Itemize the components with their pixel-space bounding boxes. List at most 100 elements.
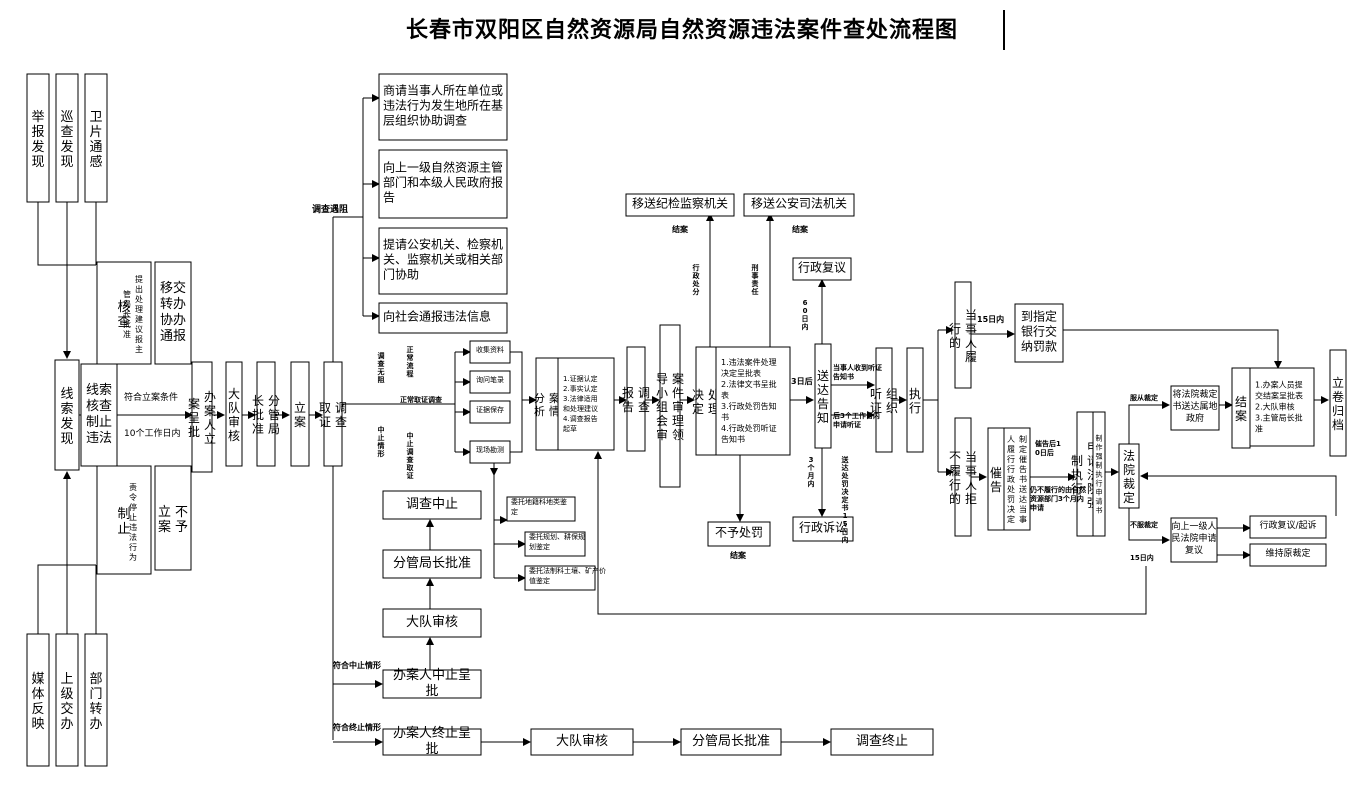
terminate-submit: 办案人终止呈批 — [382, 725, 482, 757]
party-comply-label: 当事人履行的 — [949, 308, 977, 364]
verify-box-label: 核查 — [117, 300, 130, 330]
assist-local-org-label: 商请当事人所在单位或违法行为发生地所在基层组织协助调查 — [383, 83, 503, 128]
pay-bank: 到指定银行交纳罚款 — [1014, 303, 1064, 363]
urge: 催告 — [987, 427, 1005, 531]
transfer-discipline: 移送纪检监察机关 — [625, 193, 735, 217]
evidence-site: 现场勘测 — [469, 440, 511, 464]
label-criminal: 刑事责任 — [751, 263, 759, 296]
label-hearing-3-days: 后3个工作日内申请听证 — [833, 411, 880, 429]
notice-delivery: 送达告知 — [814, 343, 832, 449]
assist-request-police-label: 提请公安机关、检察机关、监察机关或相关部门协助 — [383, 237, 503, 282]
label-15-days-a: 15日内 — [977, 314, 1004, 324]
label-abnormal-investigation: 中止调查取证 — [407, 431, 415, 480]
analysis-items-item: 2.事实认定 — [563, 384, 598, 393]
source-media-label: 媒体反映 — [31, 672, 44, 732]
clue-discovery: 线索发现 — [54, 359, 80, 471]
verify-opinion-label: 提出处理建议报主管局长批准 — [123, 274, 143, 354]
apply-detail: 制作强制执行申请书 — [1092, 411, 1106, 537]
assist-notify-public: 向社会通报违法信息 — [378, 302, 508, 334]
case-analysis: 案情分析 — [534, 357, 560, 451]
verify-opinion: 提出处理建议报主管局长批准 — [123, 274, 143, 354]
entrust-land: 委托地籍科地类鉴定 — [506, 496, 576, 522]
suspend-review: 大队审核 — [382, 608, 482, 638]
analysis-items-item: 4.调查报告起草 — [563, 414, 598, 433]
evidence-preserve: 证据保存 — [469, 400, 511, 424]
organize-hearing-label: 组织听证 — [870, 387, 898, 415]
flow-nodes: 举报发现巡查发现卫片通感媒体反映上级交办部门转办线索发现线索核查制止违法核查提出… — [26, 73, 1347, 767]
assist-report-up: 向上一级自然资源主管部门和本级人民政府报告 — [378, 149, 508, 219]
court-ruling: 法院裁定 — [1118, 443, 1140, 509]
assist-notify-public-label: 向社会通报违法信息 — [383, 309, 491, 324]
source-satellite: 卫片通感 — [84, 73, 108, 203]
label-close-1: 结案 — [672, 224, 689, 234]
no-case-label: 不予立案 — [158, 505, 188, 535]
file-case: 立案 — [290, 361, 310, 467]
label-meets-condition: 符合立案条件 — [124, 391, 178, 403]
court-ruling-label: 法院裁定 — [1123, 449, 1135, 505]
source-superior: 上级交办 — [55, 633, 79, 767]
terminate-approve: 分管局长批准 — [680, 728, 782, 756]
brigade-review: 大队审核 — [225, 361, 243, 467]
edge-labels: 符合立案条件10个工作日内调查遇阻调查无阻正常流程正常取证调查中止情形中止调查取… — [124, 203, 1158, 732]
admin-review-label: 行政复议 — [798, 261, 846, 275]
label-disagree-ruling: 不服裁定 — [1130, 520, 1158, 529]
text-cursor — [1003, 10, 1005, 50]
decision-items-item: 4.行政处罚听证告知书 — [721, 423, 777, 444]
label-apply-within: 仍不履行的由自然资源部门3个月内申请 — [1029, 485, 1086, 512]
no-penalty: 不予处罚 — [707, 521, 771, 547]
label-three-days: 3日后 — [791, 376, 813, 386]
survey-report-label: 调查报告 — [622, 385, 650, 414]
maintain-ruling: 维持原裁定 — [1249, 543, 1327, 567]
suspend-submit-label: 办案人中止呈批 — [393, 668, 471, 699]
party-refuse: 当事人拒不履行的 — [949, 417, 977, 537]
archive-label: 立卷归档 — [1332, 375, 1344, 432]
urge-detail: 制定催告书送达当事人履行行政处罚决定 — [1003, 427, 1031, 531]
execute-label: 执行 — [909, 387, 921, 415]
page-title: 长春市双阳区自然资源局自然资源违法案件查处流程图 — [405, 18, 958, 43]
label-terminate-condition: 符合终止情形 — [333, 722, 381, 732]
connector — [37, 202, 96, 266]
label-comply-ruling: 服从裁定 — [1130, 393, 1158, 402]
label-no-obstruction: 调查无阻 — [377, 351, 386, 384]
evidence-inquiry: 询问笔录 — [469, 370, 511, 394]
verify-box: 核查 — [96, 261, 152, 365]
decision-items-item: 3.行政处罚告知书 — [721, 401, 777, 422]
assist-request-police: 提请公安机关、检察机关、监察机关或相关部门协助 — [378, 227, 508, 295]
connector — [1128, 401, 1170, 444]
terminate-end-label: 调查终止 — [856, 733, 908, 749]
transfer-box-label: 移交转办协办通报 — [160, 280, 186, 344]
transfer-police-label: 移送公安司法机关 — [751, 196, 847, 211]
clue-discovery-label: 线索发现 — [60, 387, 73, 447]
label-need-suspend: 中止情形 — [378, 425, 385, 458]
label-15-days-b: 15日内 — [1130, 553, 1154, 562]
pay-bank-label: 到指定银行交纳罚款 — [1021, 309, 1057, 354]
suspend-approve-label: 分管局长批准 — [393, 556, 471, 571]
entrust-planning-label: 委托规划、耕保规划鉴定 — [529, 532, 585, 551]
close-items-item: 1.办案人员提交结案呈批表 — [1255, 380, 1303, 401]
archive: 立卷归档 — [1329, 349, 1347, 457]
decision-items-item: 1.违法案件处理决定呈批表 — [721, 357, 777, 378]
close-label-label: 结案 — [1235, 395, 1247, 423]
review-lawsuit: 行政复议/起诉 — [1249, 515, 1327, 539]
decision-items-item: 2.法律文书呈批表 — [721, 379, 777, 400]
label-close-2: 结案 — [792, 224, 809, 234]
deputy-approve-label: 分管局长批准 — [252, 394, 280, 436]
terminate-approve-label: 分管局长批准 — [692, 734, 770, 749]
stop-detail: 责令停止违法行为 — [129, 482, 137, 562]
label-survey-difficulty: 调查遇阻 — [312, 203, 348, 215]
no-case: 不予立案 — [154, 465, 192, 571]
connector — [510, 351, 523, 453]
label-suspend-condition: 符合中止情形 — [333, 660, 381, 670]
terminate-review: 大队审核 — [530, 728, 634, 756]
terminate-submit-label: 办案人终止呈批 — [393, 725, 471, 757]
review-group: 案件审理领导小组会审 — [656, 324, 684, 488]
survey-report: 调查报告 — [622, 346, 650, 452]
source-report-label: 举报发现 — [31, 110, 44, 170]
admin-litigation-label: 行政诉讼 — [799, 521, 847, 535]
suspend-box-label: 调查中止 — [406, 497, 458, 512]
